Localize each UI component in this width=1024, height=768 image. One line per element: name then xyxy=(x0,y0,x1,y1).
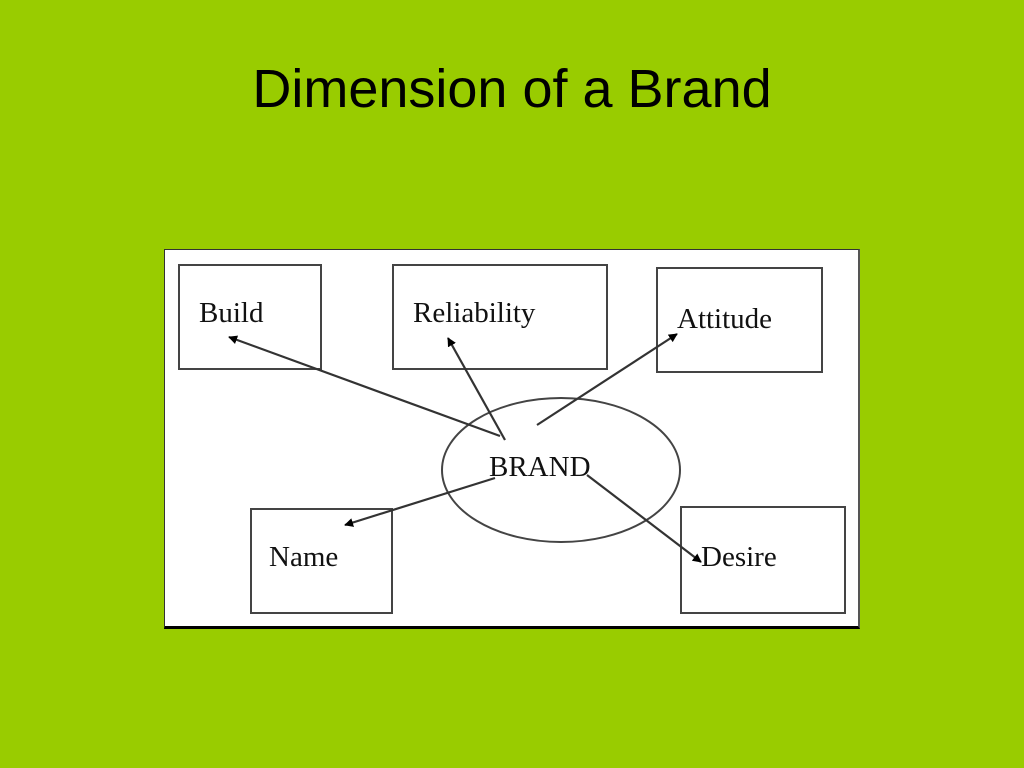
node-label-name: Name xyxy=(269,541,338,573)
center-ellipse xyxy=(441,397,681,543)
node-box-name xyxy=(250,508,393,614)
node-box-attitude xyxy=(656,267,823,373)
diagram-canvas: Build Reliability Attitude Name Desire B… xyxy=(178,264,846,614)
center-label: BRAND xyxy=(489,451,591,483)
diagram-frame: Build Reliability Attitude Name Desire B… xyxy=(164,249,860,629)
arrow-to-name xyxy=(344,476,496,527)
node-label-reliability: Reliability xyxy=(413,297,536,329)
arrow-to-build xyxy=(228,335,501,438)
slide-title: Dimension of a Brand xyxy=(252,59,772,119)
node-label-attitude: Attitude xyxy=(677,303,772,335)
node-box-desire xyxy=(680,506,846,614)
node-label-desire: Desire xyxy=(701,541,777,573)
arrow-to-desire xyxy=(586,474,702,563)
node-box-build xyxy=(178,264,322,370)
node-label-build: Build xyxy=(199,297,264,329)
arrow-to-reliability xyxy=(447,337,506,441)
node-box-reliability xyxy=(392,264,608,370)
arrow-to-attitude xyxy=(536,333,678,426)
